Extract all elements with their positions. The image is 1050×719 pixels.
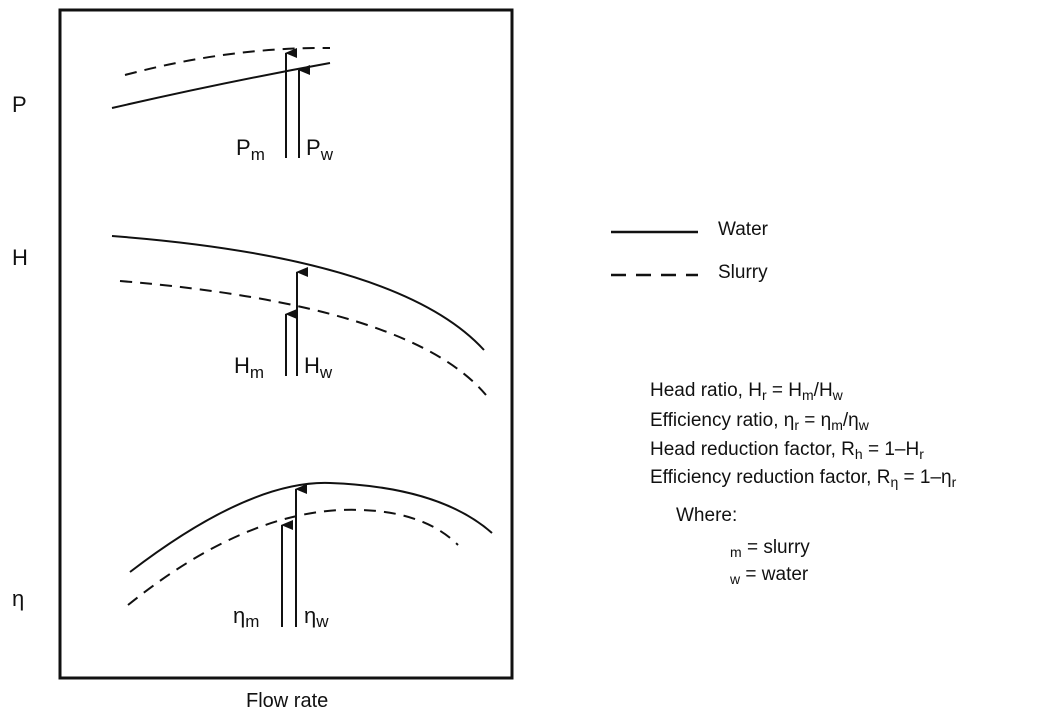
legend-slurry-label: Slurry [718,262,768,283]
efficiency-ratio-definition: Efficiency ratio, ηr = ηm/ηw [650,410,869,433]
m-definition: m = slurry [730,537,810,560]
power-slurry-curve [124,46,331,76]
plot-frame [58,8,514,680]
h-m-label: Hm [234,353,264,382]
efficiency-slurry-curve [127,508,459,606]
p-m-label: Pm [236,135,265,164]
flow-rate-axis-label: Flow rate [246,690,328,712]
power-axis-label: P [12,92,27,117]
head-axis-label: H [12,245,28,270]
p-w-label: Pw [306,135,334,164]
where-label: Where: [676,505,738,526]
head-reduction-definition: Head reduction factor, Rh = 1–Hr [650,439,924,462]
w-definition: w = water [730,564,809,587]
h-w-label: Hw [304,353,333,382]
eta-w-label: ηw [304,603,329,631]
head-water-curve [111,235,485,351]
efficiency-reduction-definition: Efficiency reduction factor, Rη = 1–ηr [650,467,957,490]
head-ratio-definition: Head ratio, Hr = Hm/Hw [650,380,843,403]
efficiency-axis-label: η [12,586,24,611]
efficiency-water-curve [129,481,493,573]
legend-water-label: Water [718,219,769,240]
eta-m-label: ηm [233,603,259,631]
head-slurry-curve [119,280,487,396]
